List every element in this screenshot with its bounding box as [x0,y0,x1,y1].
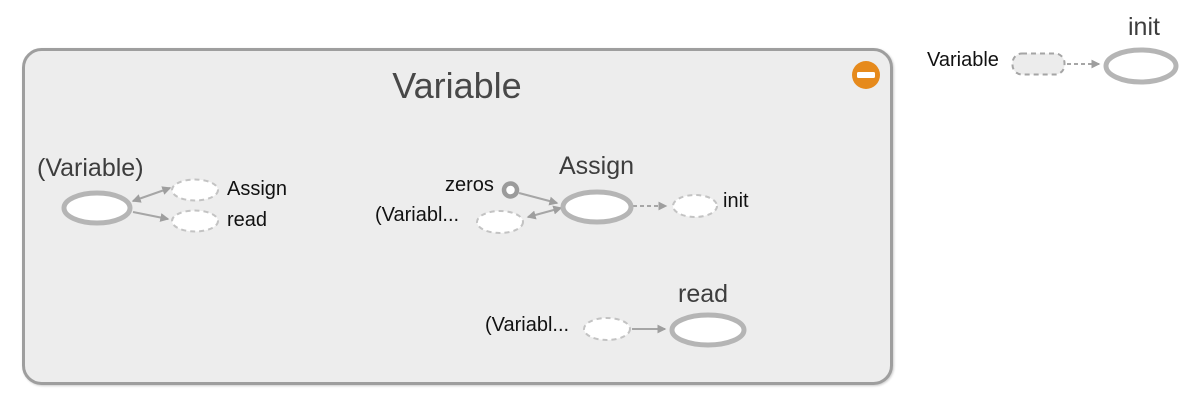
edge-zeros-assign [518,192,559,206]
node-read-ellipse[interactable] [669,312,747,348]
namespace-group-variable[interactable] [22,48,893,385]
edge-assign-variable [526,205,563,220]
node-init-title: init [1128,13,1160,41]
annotation-read-label[interactable]: read [227,209,268,231]
annotation-assign-ellipse[interactable] [171,178,219,202]
annotation-assign-label[interactable]: Assign [227,178,288,200]
node-variable-ellipse[interactable] [61,190,133,226]
annotation-variable-metanode-label[interactable]: Variable [927,49,999,71]
annotation-variable-in-ellipse[interactable] [476,210,524,234]
collapse-button[interactable] [852,61,880,89]
annotation-init-out-label[interactable]: init [723,190,749,212]
annotation-variable-read-ellipse[interactable] [583,317,631,341]
annotation-zeros-const-circle[interactable] [501,181,520,199]
annotation-init-out-ellipse[interactable] [672,194,718,218]
minus-icon [857,72,875,78]
node-init-ellipse[interactable] [1103,47,1179,85]
edge-variable-assign [131,186,172,203]
annotation-zeros-label[interactable]: zeros [445,174,494,196]
annotation-variable-read-label[interactable]: (Variabl... [485,314,570,336]
group-title[interactable]: Variable [392,65,522,106]
edge-variable-read [132,211,170,222]
annotation-variable-in-label[interactable]: (Variabl... [375,204,460,226]
node-assign-title: Assign [559,152,635,180]
annotation-read-ellipse[interactable] [171,209,219,233]
node-read-title: read [678,280,729,308]
node-variable-title: (Variable) [37,154,144,182]
annotation-variable-metanode-rect[interactable] [1011,52,1066,76]
node-assign-ellipse[interactable] [560,189,634,225]
